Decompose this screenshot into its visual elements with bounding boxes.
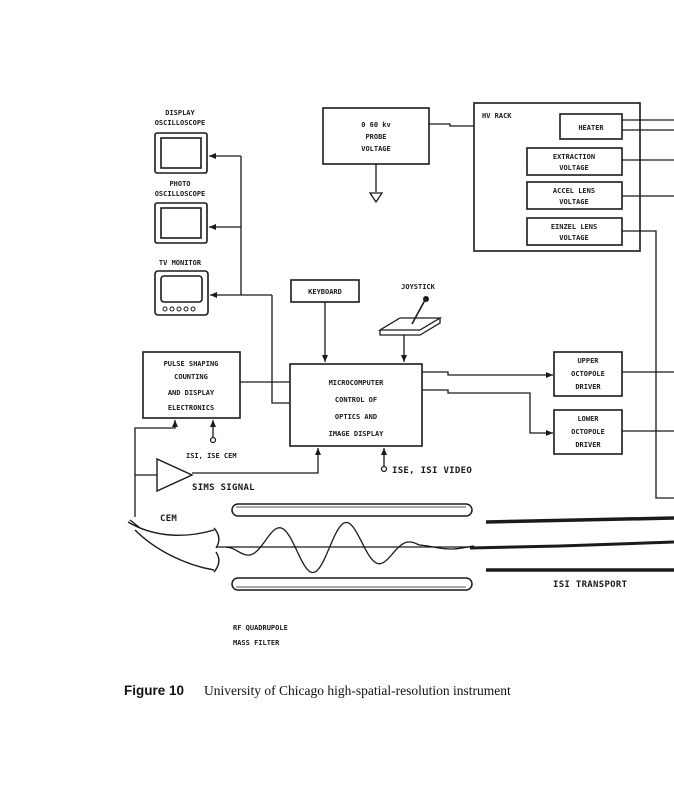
signal-inputs: ISI, ISE CEM ISE, ISI VIDEO SIMS SIGNAL (134, 420, 472, 517)
hv-output-wires (622, 119, 674, 499)
cem-aperture (213, 527, 220, 573)
hv-rack-title: HV RACK (482, 112, 512, 120)
hv-rack: HV RACK HEATER EXTRACTION VOLTAGE ACCEL … (473, 102, 641, 252)
upper-driver-line-3: DRIVER (575, 383, 601, 391)
joystick-label: JOYSTICK (401, 283, 436, 291)
display-osc-label-2: OSCILLOSCOPE (155, 119, 206, 127)
cem-label: CEM (160, 514, 177, 524)
photo-osc-screen (160, 207, 202, 239)
figure-number: Figure 10 (124, 683, 185, 698)
extraction-voltage-module (526, 147, 623, 176)
extraction-label-2: VOLTAGE (559, 164, 589, 172)
keyboard-label: KEYBOARD (308, 288, 342, 296)
tv-monitor-knobs (162, 306, 196, 312)
figure-caption: Figure 10 University of Chicago high-spa… (124, 682, 511, 700)
display-oscilloscope: DISPLAY OSCILLOSCOPE (154, 109, 208, 174)
isi-transport-label: ISI TRANSPORT (553, 580, 628, 590)
micro-line-1: MICROCOMPUTER (329, 379, 385, 387)
ground-icon (368, 192, 384, 204)
accel-lens-voltage-module (526, 181, 623, 210)
keyboard-box: KEYBOARD (290, 279, 360, 362)
probe-voltage-box: 0 60 kv PROBE VOLTAGE (322, 107, 474, 204)
einzel-lens-label-1: EINZEL LENS (551, 223, 597, 231)
photo-oscilloscope: PHOTO OSCILLOSCOPE (154, 180, 208, 244)
pulse-line-2: COUNTING (174, 373, 208, 381)
transport-beam (469, 540, 674, 550)
heater-label: HEATER (578, 124, 604, 132)
lower-octopole-driver: LOWER OCTOPOLE DRIVER (553, 409, 674, 455)
lower-driver-frame (553, 409, 623, 455)
upper-driver-line-1: UPPER (577, 357, 599, 365)
ise-isi-video-label: ISE, ISI VIDEO (392, 466, 472, 476)
isi-transport-optics: ISI TRANSPORT (469, 516, 674, 590)
octopole-control-wires (422, 371, 553, 436)
quadrupole-rods (231, 503, 473, 591)
display-bus-wires (209, 153, 290, 404)
cem-detector: CEM (127, 514, 220, 573)
accel-lens-label-1: ACCEL LENS (553, 187, 595, 195)
einzel-lens-label-2: VOLTAGE (559, 234, 589, 242)
upper-rod (231, 503, 473, 517)
microcomputer-frame (289, 363, 423, 447)
sims-signal-label: SIMS SIGNAL (192, 483, 255, 493)
tv-monitor-label: TV MONITOR (159, 259, 202, 267)
figure-caption-text: University of Chicago high-spatial-resol… (204, 683, 511, 698)
pulse-line-4: ELECTRONICS (168, 404, 214, 412)
mass-filter-label-2: MASS FILTER (233, 639, 280, 647)
photo-osc-label-1: PHOTO (169, 180, 190, 188)
pulse-line-1: PULSE SHAPING (164, 360, 219, 368)
cem-horn-upper (127, 521, 215, 536)
micro-line-4: IMAGE DISPLAY (329, 430, 385, 438)
display-osc-label-1: DISPLAY (165, 109, 195, 117)
microcomputer-box: MICROCOMPUTER CONTROL OF OPTICS AND IMAG… (289, 363, 423, 447)
display-osc-screen (160, 137, 202, 169)
isi-ise-cem-label: ISI, ISE CEM (186, 452, 237, 460)
extraction-label-1: EXTRACTION (553, 153, 595, 161)
pulse-shaping-frame (142, 351, 241, 419)
photo-osc-label-2: OSCILLOSCOPE (155, 190, 206, 198)
transport-upper-plate (485, 516, 674, 524)
upper-octopole-driver: UPPER OCTOPOLE DRIVER (553, 351, 674, 397)
mass-filter-label-1: RF QUADRUPOLE (233, 624, 288, 632)
joystick-stick-icon (411, 299, 426, 325)
amplifier-icon (156, 457, 194, 493)
probe-voltage-line-3: VOLTAGE (361, 145, 391, 153)
micro-line-2: CONTROL OF (335, 396, 377, 404)
tv-monitor-screen (160, 275, 203, 303)
lower-rod (231, 577, 473, 591)
tv-monitor: TV MONITOR (154, 259, 209, 316)
heater-module (559, 113, 623, 140)
pulse-shaping-box: PULSE SHAPING COUNTING AND DISPLAY ELECT… (142, 351, 290, 419)
cem-input-terminal-icon (209, 436, 217, 444)
probe-voltage-line-1: 0 60 kv (361, 121, 391, 129)
video-input-terminal-icon (380, 465, 388, 473)
cem-horn-lower (134, 529, 215, 571)
probe-voltage-line-2: PROBE (365, 133, 386, 141)
upper-driver-frame (553, 351, 623, 397)
lower-driver-line-2: OCTOPOLE (571, 428, 605, 436)
upper-driver-line-2: OCTOPOLE (571, 370, 605, 378)
accel-lens-label-2: VOLTAGE (559, 198, 589, 206)
lower-driver-line-3: DRIVER (575, 441, 601, 449)
lower-driver-line-1: LOWER (577, 415, 599, 423)
joystick: JOYSTICK (377, 283, 443, 362)
pulse-line-3: AND DISPLAY (168, 389, 215, 397)
micro-line-3: OPTICS AND (335, 413, 377, 421)
